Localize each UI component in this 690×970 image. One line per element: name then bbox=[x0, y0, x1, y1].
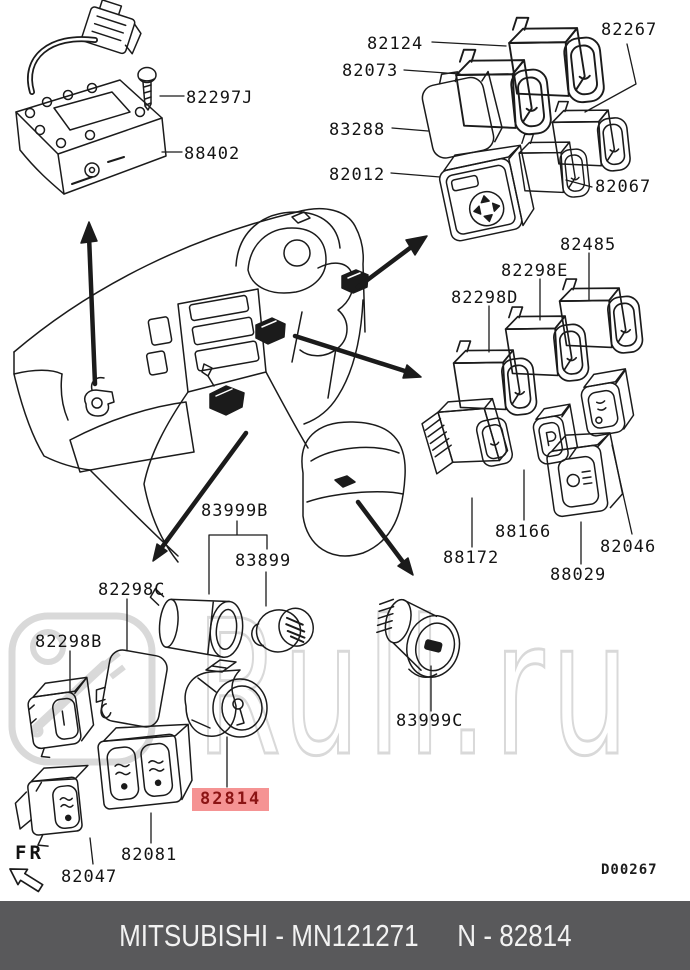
part-label-88029[interactable]: 88029 bbox=[550, 565, 607, 585]
part-label-88402[interactable]: 88402 bbox=[184, 144, 241, 164]
switch-82047 bbox=[14, 764, 89, 847]
switch-cluster-upper bbox=[421, 8, 632, 242]
leader-lines bbox=[69, 41, 637, 865]
part-label-82298c[interactable]: 82298C bbox=[98, 580, 166, 600]
part-label-82297j[interactable]: 82297J bbox=[186, 88, 254, 108]
part-label-82298b[interactable]: 82298B bbox=[35, 632, 103, 652]
part-label-82485[interactable]: 82485 bbox=[560, 235, 617, 255]
key-cylinder-82814 bbox=[184, 659, 268, 738]
part-label-82012[interactable]: 82012 bbox=[329, 165, 386, 185]
watermark: Rull.ru bbox=[8, 581, 635, 799]
footer-oem-number: MITSUBISHI - MN121271 bbox=[118, 917, 419, 953]
part-label-83999c[interactable]: 83999C bbox=[396, 711, 464, 731]
part-label-82067[interactable]: 82067 bbox=[595, 177, 652, 197]
part-label-88166[interactable]: 88166 bbox=[495, 522, 552, 542]
mirror-switch-82012 bbox=[438, 144, 535, 242]
dashboard-sketch bbox=[13, 207, 406, 563]
direction-arrows bbox=[80, 221, 428, 576]
diagram-line-art: Rull.ru bbox=[8, 0, 645, 893]
switch-cluster-lower-right bbox=[421, 368, 635, 518]
lighter-plug-83899 bbox=[251, 607, 314, 653]
lighter-socket-83999b bbox=[149, 587, 244, 659]
front-direction-label: FR bbox=[15, 842, 44, 864]
part-label-82814-highlighted[interactable]: 82814 bbox=[192, 788, 270, 811]
part-label-83899[interactable]: 83899 bbox=[235, 551, 292, 571]
part-label-83999b[interactable]: 83999B bbox=[201, 501, 269, 521]
diagram-code: D00267 bbox=[601, 862, 658, 878]
fr-direction-arrow bbox=[9, 868, 44, 893]
part-label-82124[interactable]: 82124 bbox=[367, 34, 424, 54]
part-label-88172[interactable]: 88172 bbox=[443, 548, 500, 568]
part-label-82046[interactable]: 82046 bbox=[600, 537, 657, 557]
double-switch-82081 bbox=[97, 723, 193, 810]
part-label-82081[interactable]: 82081 bbox=[121, 845, 178, 865]
part-label-82298e[interactable]: 82298E bbox=[501, 261, 569, 281]
watermark-text: Rull.ru bbox=[196, 582, 635, 798]
control-unit-88402 bbox=[15, 0, 167, 195]
footer-part-number: N - 82814 bbox=[456, 917, 572, 953]
part-label-82298d[interactable]: 82298D bbox=[451, 288, 519, 308]
part-label-82047[interactable]: 82047 bbox=[61, 867, 118, 887]
switch-cluster-lower-left bbox=[14, 587, 461, 847]
socket-83999c bbox=[376, 598, 461, 679]
footer-bar: MITSUBISHI - MN121271 N - 82814 bbox=[0, 901, 690, 970]
part-label-83288[interactable]: 83288 bbox=[329, 120, 386, 140]
part-label-82073[interactable]: 82073 bbox=[342, 61, 399, 81]
part-label-82267[interactable]: 82267 bbox=[601, 20, 658, 40]
screw-82297j bbox=[137, 66, 157, 111]
